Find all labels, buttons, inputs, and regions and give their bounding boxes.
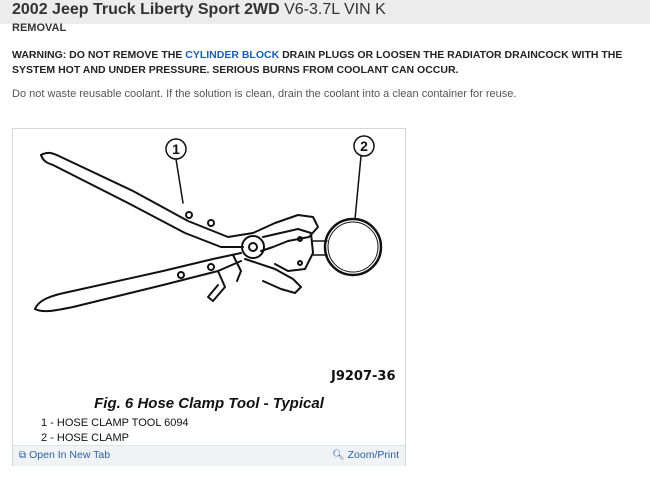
callout-1-label: 1 — [172, 141, 180, 157]
magnifier-icon: 🔍︎ — [331, 450, 345, 461]
engine-title: V6-3.7L VIN K — [284, 1, 386, 18]
figure-panel: 1 2 J9207-36 Fig. 6 Hose Clamp Tool - Ty… — [12, 128, 406, 466]
header-bar — [0, 0, 650, 24]
open-new-tab-link[interactable]: ⧉Open In New Tab — [19, 449, 111, 461]
page-title: 2002 Jeep Truck Liberty Sport 2WD V6-3.7… — [12, 1, 386, 19]
hose-clamp-tool-illustration: 1 2 — [34, 135, 383, 313]
figure-caption: Fig. 6 Hose Clamp Tool - Typical — [94, 395, 324, 412]
new-tab-icon: ⧉ — [19, 450, 27, 461]
cylinder-block-link[interactable]: CYLINDER BLOCK — [185, 49, 280, 61]
legend-item-1: 1 - HOSE CLAMP TOOL 6094 — [41, 417, 189, 429]
zoom-print-link[interactable]: 🔍︎Zoom/Print — [331, 449, 399, 461]
figure-footer-bar: ⧉Open In New Tab 🔍︎Zoom/Print — [13, 445, 405, 466]
warning-text: WARNING: DO NOT REMOVE THE CYLINDER BLOC… — [12, 49, 623, 76]
vehicle-title: 2002 Jeep Truck Liberty Sport 2WD — [12, 1, 280, 18]
legend-item-2: 2 - HOSE CLAMP — [41, 432, 130, 444]
section-heading: REMOVAL — [12, 22, 67, 34]
coolant-note: Do not waste reusable coolant. If the so… — [12, 88, 517, 100]
callout-2-label: 2 — [360, 138, 368, 154]
figure-code: J9207-36 — [331, 369, 396, 384]
